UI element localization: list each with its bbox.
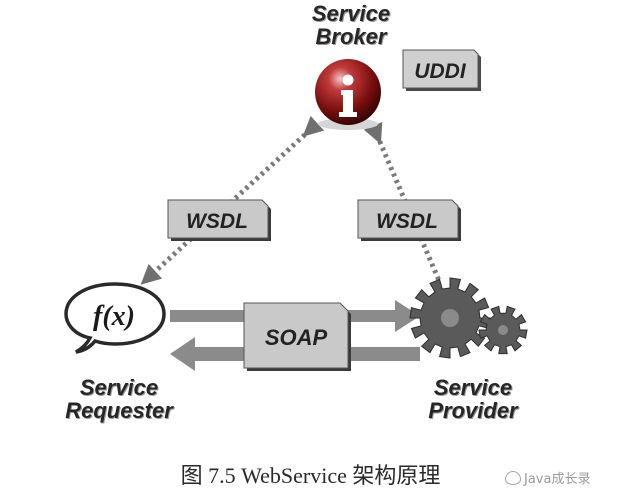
watermark-text: Java成长录 <box>524 472 591 487</box>
info-sphere-icon <box>315 59 381 130</box>
requester-label-line1: Service <box>79 375 159 400</box>
broker-label-line1: Service <box>311 1 391 26</box>
soap-doc: SOAP <box>243 302 351 371</box>
gear-small-hub <box>498 325 508 335</box>
provider-label-line2: Provider <box>428 398 518 423</box>
broker-requester-link <box>140 115 325 285</box>
wsdl-doc-right: WSDL <box>357 199 461 241</box>
provider-label-line1: Service <box>433 375 513 400</box>
architecture-diagram: f(x) UDDI WSDL WSDL SOAP <box>64 49 528 371</box>
figure-caption: 图 7.5 WebService 架构原理 <box>180 463 441 488</box>
gears-icon <box>409 277 528 359</box>
requester-label: Service Requester <box>54 376 184 422</box>
wsdl-right-label: WSDL <box>376 210 438 233</box>
function-label: f(x) <box>93 301 135 332</box>
function-bubble-icon: f(x) <box>64 282 166 354</box>
requester-label-line2: Requester <box>65 398 173 423</box>
wsdl-doc-left: WSDL <box>167 199 271 241</box>
provider-label: Service Provider <box>408 376 538 422</box>
gear-large-hub <box>441 309 459 327</box>
uddi-doc: UDDI <box>402 49 481 91</box>
broker-provider-link <box>363 121 443 284</box>
broker-label: Service Broker <box>296 2 406 48</box>
uddi-label: UDDI <box>414 60 466 83</box>
wsdl-left-label: WSDL <box>186 210 248 233</box>
watermark: Java成长录 <box>505 468 590 487</box>
broker-label-line2: Broker <box>315 24 387 49</box>
soap-label: SOAP <box>265 325 328 350</box>
chat-bubble-icon <box>505 470 521 485</box>
